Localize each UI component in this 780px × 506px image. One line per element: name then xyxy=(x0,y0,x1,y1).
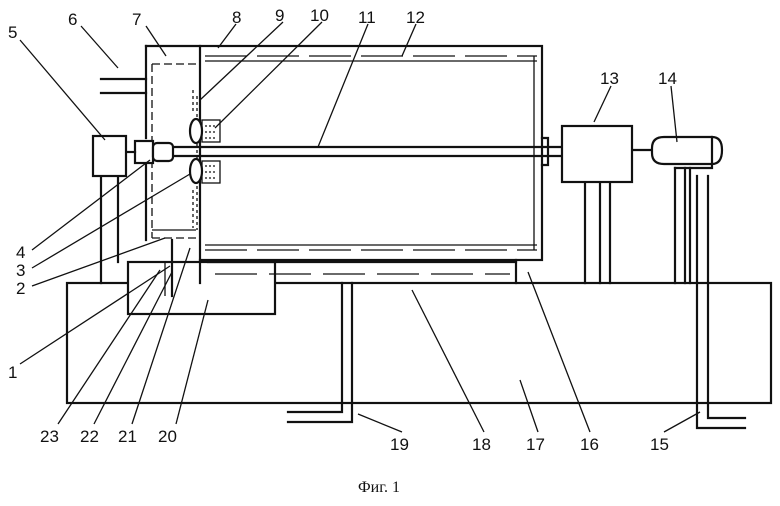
rotor-disc xyxy=(190,119,220,183)
leader-lines xyxy=(20,22,700,432)
numeral-9: 9 xyxy=(275,6,284,25)
numeral-11: 11 xyxy=(358,8,376,27)
numeral-20: 20 xyxy=(158,427,177,446)
gearbox xyxy=(562,126,632,182)
numeral-12: 12 xyxy=(406,8,425,27)
numeral-13: 13 xyxy=(600,69,619,88)
numeral-5: 5 xyxy=(8,23,17,42)
numeral-23: 23 xyxy=(40,427,59,446)
drum-housing xyxy=(200,46,548,283)
numeral-18: 18 xyxy=(472,435,491,454)
numeral-19: 19 xyxy=(390,435,409,454)
numeral-1: 1 xyxy=(8,363,17,382)
drive-supports xyxy=(675,168,690,283)
motor-supports xyxy=(585,182,610,283)
discharge-pipe-left xyxy=(288,283,352,422)
numeral-8: 8 xyxy=(232,8,241,27)
numeral-3: 3 xyxy=(16,261,25,280)
collection-hopper xyxy=(128,262,275,314)
numeral-21: 21 xyxy=(118,427,137,446)
numeral-14: 14 xyxy=(658,69,677,88)
motor xyxy=(652,137,722,168)
inlet-pipe xyxy=(101,79,146,93)
numeral-2: 2 xyxy=(16,279,25,298)
pipe-right xyxy=(697,176,745,428)
numeral-6: 6 xyxy=(68,10,77,29)
numeral-17: 17 xyxy=(526,435,545,454)
left-support-post xyxy=(101,176,118,283)
numeral-10: 10 xyxy=(310,6,329,25)
left-drive-unit xyxy=(93,136,126,176)
numeral-22: 22 xyxy=(80,427,99,446)
numeral-7: 7 xyxy=(132,10,141,29)
figure-caption: Фиг. 1 xyxy=(358,479,400,496)
numeral-16: 16 xyxy=(580,435,599,454)
numeral-4: 4 xyxy=(16,243,25,262)
numeral-15: 15 xyxy=(650,435,669,454)
